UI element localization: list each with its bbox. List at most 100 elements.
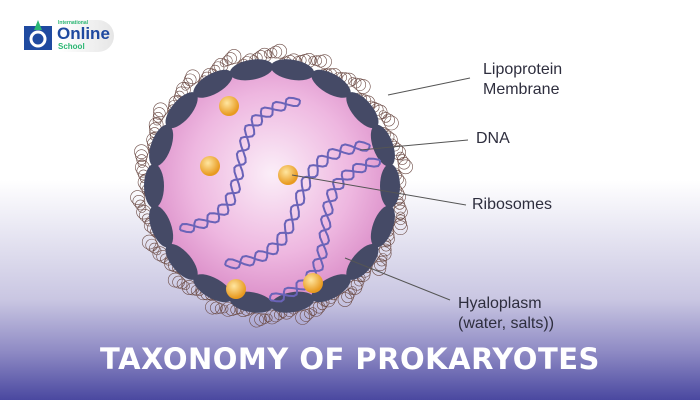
membrane-protein	[193, 69, 233, 98]
fuzz-loop	[153, 102, 168, 118]
ribosome	[219, 96, 239, 116]
fuzz-loop	[376, 255, 388, 267]
fuzz-loop	[396, 211, 405, 221]
dna-leader	[359, 139, 469, 151]
ribosome	[278, 165, 298, 185]
membrane-label: Lipoprotein Membrane	[483, 60, 562, 100]
logo: International Online School	[22, 20, 114, 52]
fuzz-loop	[394, 217, 407, 231]
logo-brand: Online	[57, 24, 110, 43]
fuzz-loop	[263, 49, 273, 59]
fuzz-loop	[137, 204, 147, 213]
dna-strand	[269, 159, 381, 301]
hyaloplasm-leader	[344, 257, 451, 301]
membrane-protein	[370, 205, 395, 248]
membrane-label-line2: Membrane	[483, 81, 560, 98]
fuzz-loop	[181, 81, 190, 91]
fuzz-loop	[266, 47, 278, 59]
fuzz-loop	[374, 258, 387, 272]
fuzz-loop	[185, 69, 200, 85]
fuzz-loop	[382, 113, 395, 127]
logo-emblem-icon	[24, 20, 52, 50]
fuzz-loop	[341, 290, 354, 303]
fuzz-loop	[135, 199, 146, 211]
fuzz-loop	[378, 243, 392, 257]
dna-strands	[179, 96, 381, 303]
fuzz-loop	[378, 253, 388, 262]
fuzz-loop	[308, 56, 318, 65]
fuzz-loop	[226, 49, 242, 64]
fuzz-loop	[249, 312, 264, 328]
fuzz-loop	[308, 302, 324, 317]
fuzz-loop	[317, 54, 332, 69]
membrane-protein	[165, 92, 198, 129]
fuzz-loop	[183, 73, 197, 87]
membrane-protein	[311, 69, 351, 98]
membrane-protein	[370, 124, 395, 167]
fuzz-loop	[397, 154, 408, 165]
fuzz-loop	[337, 292, 353, 307]
fuzz-loop	[314, 54, 327, 68]
membrane-protein	[193, 274, 233, 303]
membrane-protein	[346, 243, 379, 280]
fuzz-loop	[132, 194, 146, 208]
hyaloplasm-label-line2: (water, salts))	[458, 315, 555, 332]
fuzz-loop	[181, 281, 190, 291]
fuzz-loop	[396, 151, 405, 161]
fuzz-loop	[152, 116, 162, 126]
membrane-protein	[229, 59, 274, 81]
fuzz-loop	[167, 272, 183, 288]
fuzz-loop	[222, 55, 233, 67]
fuzz-loop	[137, 159, 147, 168]
fuzz-loop	[135, 149, 148, 162]
fuzz-loop	[172, 275, 185, 289]
fuzz-loop	[308, 307, 318, 316]
fuzz-loop	[355, 79, 371, 94]
fuzz-loop	[384, 115, 399, 131]
fuzz-loop	[220, 302, 236, 317]
membrane-protein	[311, 274, 351, 303]
fuzz-loop	[210, 301, 223, 315]
dna-strand	[224, 143, 371, 267]
membrane-leader	[387, 77, 471, 96]
membrane-protein	[346, 92, 379, 129]
membrane-protein	[380, 164, 400, 208]
fuzz-loop	[264, 309, 280, 325]
fuzz-loop	[393, 220, 408, 236]
fuzz-loop	[224, 52, 237, 65]
ribosomes-label: Ribosomes	[472, 196, 553, 213]
hyaloplasm-label: Hyaloplasm (water, salts))	[458, 294, 554, 334]
fuzz-loop	[295, 310, 310, 325]
fuzz-loop	[182, 77, 194, 89]
fuzz-loop	[141, 234, 157, 250]
membrane-proteins	[144, 59, 400, 313]
ribosomes-leader	[291, 174, 467, 206]
fuzz-loop	[269, 45, 283, 59]
fuzz-loop	[397, 156, 411, 170]
leader-lines	[291, 77, 471, 301]
membrane-label-line1: Lipoprotein	[483, 61, 563, 78]
membrane-protein	[270, 59, 315, 81]
fuzz-loop	[254, 313, 267, 326]
dna-strand	[179, 99, 301, 231]
logo-small-text: International	[58, 20, 89, 26]
fuzz-loop	[219, 58, 229, 68]
fuzz-loop	[348, 77, 357, 86]
membrane-protein	[165, 243, 198, 280]
fuzz-loop	[145, 238, 159, 252]
hyaloplasm-label-line1: Hyaloplasm	[458, 295, 542, 312]
fuzz-loop	[130, 190, 145, 205]
ribosome	[303, 273, 323, 293]
fuzz-loop	[134, 144, 149, 159]
fuzz-loop	[344, 288, 356, 299]
page-title: TAXONOMY OF PROKARYOTES	[100, 342, 600, 376]
membrane-protein	[149, 205, 174, 248]
membrane-protein	[144, 164, 164, 208]
fuzz-loop	[353, 78, 367, 92]
fuzz-loop	[152, 107, 166, 120]
fuzz-loop	[299, 309, 313, 322]
cytoplasm	[150, 64, 394, 308]
fuzz-loop	[152, 112, 164, 123]
fuzz-loop	[380, 112, 392, 123]
